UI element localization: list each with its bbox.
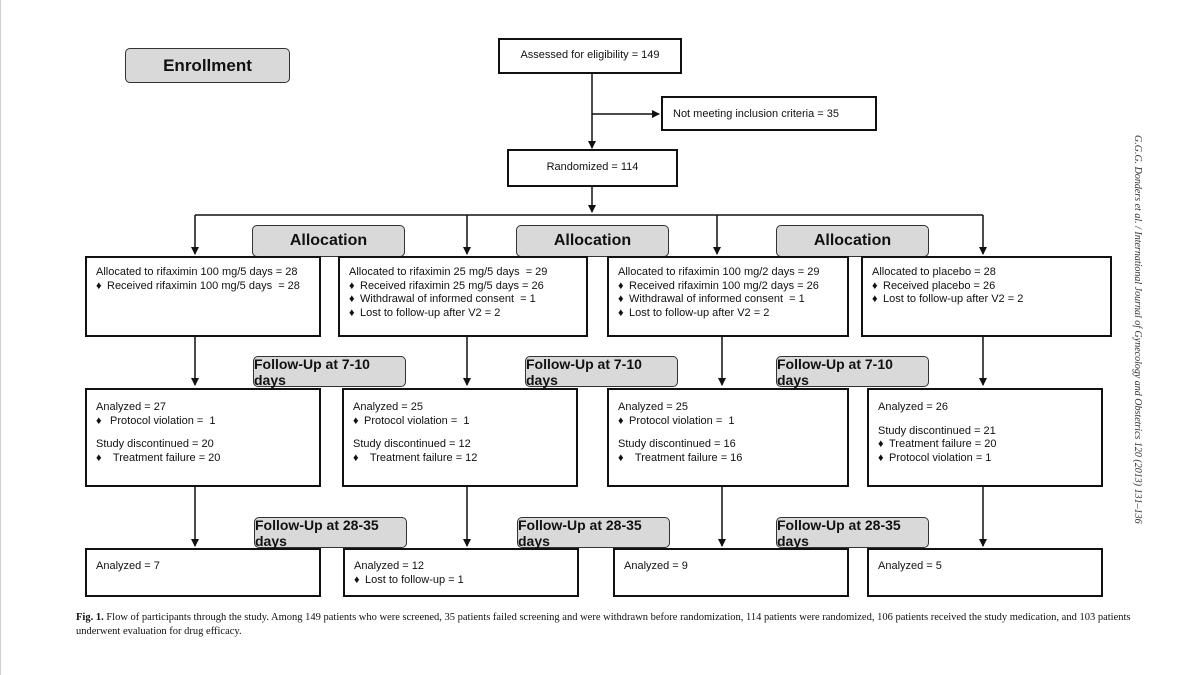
allocation-bullet: ♦Received rifaximin 100 mg/5 days = 28 [96,279,300,292]
diamond-icon: ♦ [618,306,624,319]
diamond-icon: ♦ [878,451,884,464]
discontinued-text: Study discontinued = 21 [878,424,996,437]
discontinued-text: Study discontinued = 16 [618,438,736,450]
diamond-icon: ♦ [349,293,355,305]
analyzed-text: Analyzed = 26 [878,401,949,413]
allocation-main: Allocated to placebo = 28 [872,266,996,278]
analyzed-text: Analyzed = 7 [96,560,160,572]
allocation-bullet: ♦Lost to follow-up after V2 = 2 [872,293,1024,305]
followup2-label-1: Follow-Up at 28-35 days [254,517,407,549]
analyzed-text: Analyzed = 25 [618,401,689,413]
analyzed-text: Analyzed = 27 [96,401,167,413]
followup2-box-arm4: Analyzed = 5 [867,548,1103,597]
excluded-box: Not meeting inclusion criteria = 35 [661,96,877,131]
discontinued-bullet: ♦Protocol violation = 1 [878,451,992,464]
allocation-bullet: ♦Received rifaximin 100 mg/2 days = 26 [618,279,819,292]
assessed-text: Assessed for eligibility = 149 [520,49,660,62]
diamond-icon: ♦ [618,451,624,464]
page-edge [0,0,1,675]
analyzed-bullet: ♦ Protocol violation = 1 [96,414,216,427]
diamond-icon: ♦ [618,279,624,292]
discontinued-text: Study discontinued = 12 [353,438,471,450]
randomized-box: Randomized = 114 [507,149,678,187]
diamond-icon: ♦ [872,293,878,305]
allocation-box-arm2: Allocated to rifaximin 25 mg/5 days = 29… [338,256,588,337]
diamond-icon: ♦ [353,451,359,464]
followup2-label-2: Follow-Up at 28-35 days [517,517,670,549]
followup1-label-2: Follow-Up at 7-10 days [525,356,678,388]
followup1-box-arm2: Analyzed = 25 ♦Protocol violation = 1 St… [342,388,578,487]
followup1-box-arm4: Analyzed = 26 Study discontinued = 21 ♦T… [867,388,1103,487]
analyzed-text: Analyzed = 12 [354,560,425,572]
allocation-label-2: Allocation [516,225,669,257]
excluded-text: Not meeting inclusion criteria = 35 [673,108,839,120]
allocation-main: Allocated to rifaximin 100 mg/2 days = 2… [618,266,820,278]
allocation-bullet: ♦Lost to follow-up after V2 = 2 [349,306,501,319]
allocation-main: Allocated to rifaximin 25 mg/5 days = 29 [349,266,548,278]
assessed-box: Assessed for eligibility = 149 [498,38,682,74]
allocation-label-1: Allocation [252,225,405,257]
discontinued-bullet: ♦Treatment failure = 20 [878,438,997,450]
allocation-box-arm3: Allocated to rifaximin 100 mg/2 days = 2… [607,256,849,337]
allocation-bullet: ♦Withdrawal of informed consent = 1 [618,293,805,305]
analyzed-bullet: ♦Lost to follow-up = 1 [354,573,464,586]
diamond-icon: ♦ [872,279,878,292]
allocation-bullet: ♦Lost to follow-up after V2 = 2 [618,306,770,319]
followup1-box-arm1: Analyzed = 27 ♦ Protocol violation = 1 S… [85,388,321,487]
followup1-box-arm3: Analyzed = 25 ♦Protocol violation = 1 St… [607,388,849,487]
discontinued-bullet: ♦ Treatment failure = 16 [618,451,743,464]
diamond-icon: ♦ [354,573,360,586]
running-head: G.G.G. Donders et al. / International Jo… [1131,135,1145,545]
followup1-label-3: Follow-Up at 7-10 days [776,356,929,388]
discontinued-bullet: ♦ Treatment failure = 20 [96,451,221,464]
diamond-icon: ♦ [349,306,355,319]
allocation-box-arm1: Allocated to rifaximin 100 mg/5 days = 2… [85,256,321,337]
diamond-icon: ♦ [618,293,624,305]
followup2-box-arm3: Analyzed = 9 [613,548,849,597]
running-head-text: G.G.G. Donders et al. / International Jo… [1132,135,1143,524]
allocation-bullet: ♦Received placebo = 26 [872,279,996,292]
followup2-label-3: Follow-Up at 28-35 days [776,517,929,549]
followup1-label-1: Follow-Up at 7-10 days [253,356,406,388]
diamond-icon: ♦ [878,438,884,450]
followup2-box-arm1: Analyzed = 7 [85,548,321,597]
diamond-icon: ♦ [618,414,624,427]
diamond-icon: ♦ [96,414,102,427]
diamond-icon: ♦ [349,279,355,292]
analyzed-text: Analyzed = 9 [624,560,688,572]
followup2-box-arm2: Analyzed = 12 ♦Lost to follow-up = 1 [343,548,579,597]
caption-label: Fig. 1. [76,612,104,623]
figure-caption: Fig. 1. Flow of participants through the… [76,611,1136,639]
discontinued-bullet: ♦ Treatment failure = 12 [353,451,478,464]
diamond-icon: ♦ [96,451,102,464]
allocation-bullet: ♦Withdrawal of informed consent = 1 [349,293,536,305]
randomized-text: Randomized = 114 [546,161,639,174]
allocation-main: Allocated to rifaximin 100 mg/5 days = 2… [96,266,298,278]
allocation-box-arm4: Allocated to placebo = 28 ♦Received plac… [861,256,1112,337]
allocation-label-3: Allocation [776,225,929,257]
diamond-icon: ♦ [96,279,102,292]
diamond-icon: ♦ [353,414,359,427]
analyzed-bullet: ♦Protocol violation = 1 [353,414,470,427]
analyzed-bullet: ♦Protocol violation = 1 [618,414,735,427]
discontinued-text: Study discontinued = 20 [96,438,214,450]
analyzed-text: Analyzed = 5 [878,560,942,572]
caption-text: Flow of participants through the study. … [76,612,1131,637]
analyzed-text: Analyzed = 25 [353,401,424,413]
allocation-bullet: ♦Received rifaximin 25 mg/5 days = 26 [349,279,544,292]
enrollment-label: Enrollment [125,48,290,83]
